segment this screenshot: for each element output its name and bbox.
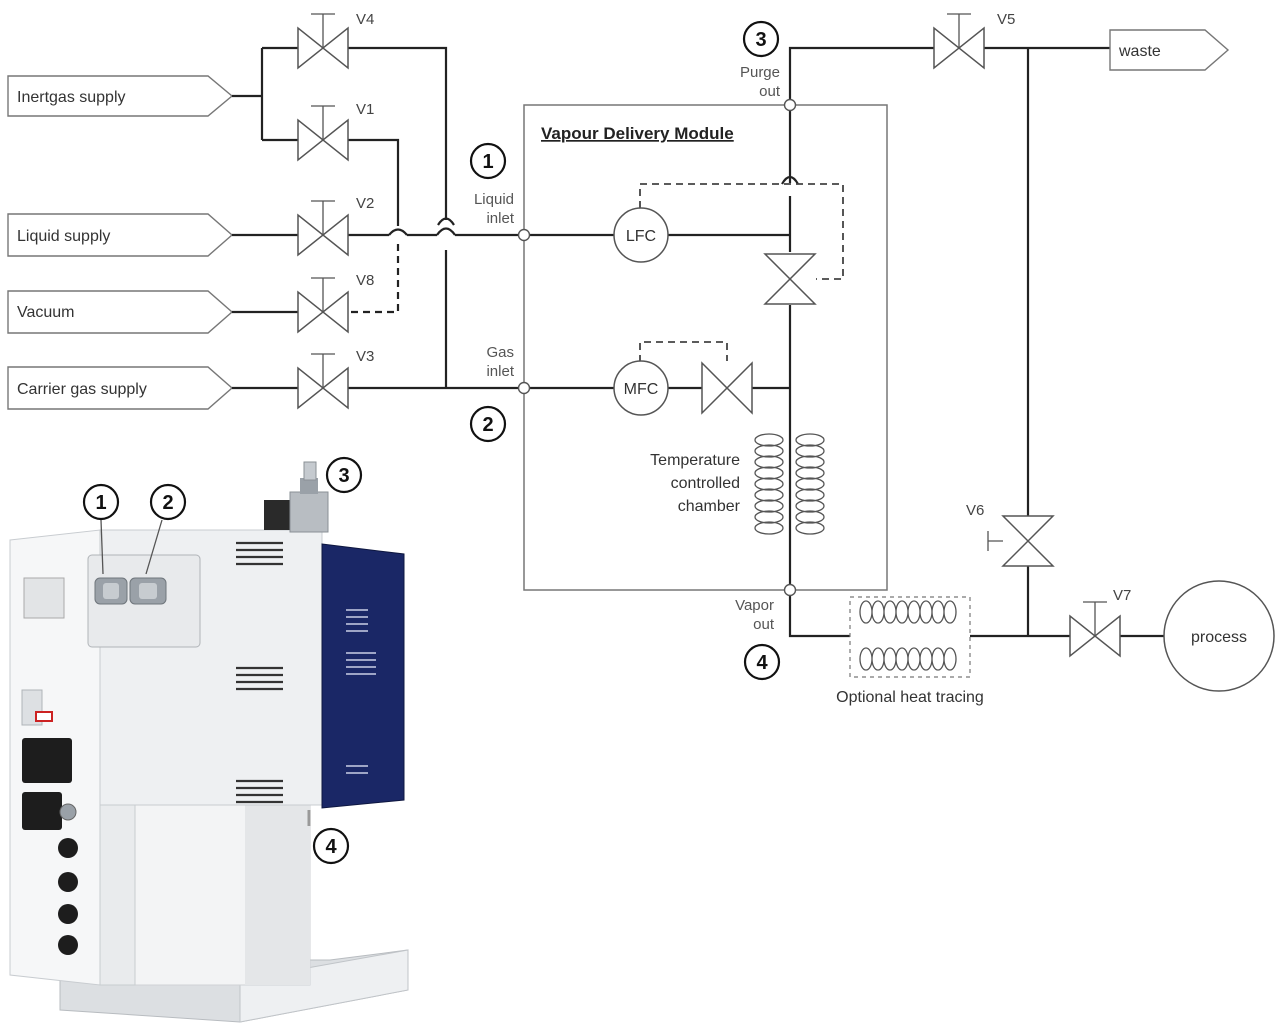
valve-v7-icon xyxy=(1069,601,1121,657)
device-illustration xyxy=(9,461,409,1023)
liquid-supply-label: Liquid supply xyxy=(17,228,110,245)
callout-1-device: 1 xyxy=(82,483,120,521)
gas-inlet-label-2: inlet xyxy=(486,363,514,380)
mfc-controller: MFC xyxy=(613,360,669,416)
waste-label: waste xyxy=(1118,43,1161,60)
power-switch-icon xyxy=(35,711,53,722)
heat-tracing xyxy=(849,596,971,678)
valve-v5-label: V5 xyxy=(997,11,1015,28)
lfc-controller: LFC xyxy=(613,207,669,263)
module-title: Vapour Delivery Module xyxy=(541,124,734,143)
valve-v1-label: V1 xyxy=(356,101,374,118)
inertgas-supply-label: Inertgas supply xyxy=(17,89,126,106)
svg-text:4: 4 xyxy=(756,652,768,674)
svg-text:1: 1 xyxy=(482,151,493,173)
purge-out-fitting xyxy=(264,461,329,533)
process-label: process xyxy=(1191,629,1247,646)
control-valve-icon xyxy=(764,253,816,305)
chamber-heating-coils xyxy=(754,433,825,535)
valve-v1-icon xyxy=(297,105,349,161)
purge-out-port xyxy=(783,98,797,112)
svg-text:4: 4 xyxy=(325,836,337,858)
callout-3-device: 3 xyxy=(325,456,363,494)
gas-inlet-fitting xyxy=(129,577,167,605)
valve-v2-icon xyxy=(297,200,349,256)
coil-loop xyxy=(859,600,957,624)
valve-v4-label: V4 xyxy=(356,11,374,28)
callout-4-diagram: 4 xyxy=(743,643,781,681)
liquid-supply-tag: Liquid supply xyxy=(7,213,234,257)
vapor-out-label-1: Vapor xyxy=(735,597,774,614)
valve-v5-icon xyxy=(933,13,985,69)
valve-v4-icon xyxy=(297,13,349,69)
gas-inlet-port xyxy=(517,381,531,395)
chamber-label-1: Temperature xyxy=(650,452,740,469)
purge-out-label-1: Purge xyxy=(740,64,780,81)
control-lines xyxy=(639,183,844,362)
liquid-inlet-port xyxy=(517,228,531,242)
power-outlet-icon xyxy=(22,792,62,830)
chamber-label-2: controlled xyxy=(671,475,740,492)
valve-v7-label: V7 xyxy=(1113,587,1131,604)
power-inlet-icon xyxy=(22,738,72,783)
valve-v6-icon xyxy=(1002,515,1054,567)
vacuum-label: Vacuum xyxy=(17,304,75,321)
svg-text:2: 2 xyxy=(162,492,173,514)
process-vessel: process xyxy=(1163,580,1275,692)
waste-tag: waste xyxy=(1109,29,1230,71)
heat-tracing-label: Optional heat tracing xyxy=(836,689,984,706)
carrier-gas-supply-label: Carrier gas supply xyxy=(17,381,147,398)
svg-text:1: 1 xyxy=(95,492,106,514)
valve-v3-icon xyxy=(297,353,349,409)
valve-v2-label: V2 xyxy=(356,195,374,212)
inertgas-supply-tag: Inertgas supply xyxy=(7,75,234,117)
liquid-inlet-label-1: Liquid xyxy=(474,191,514,208)
gas-inlet-label-1: Gas xyxy=(486,344,514,361)
mfc-label: MFC xyxy=(624,381,659,398)
callout-2-diagram: 2 xyxy=(469,405,507,443)
callout-4-device: 4 xyxy=(312,827,350,865)
liquid-inlet-label-2: inlet xyxy=(486,210,514,227)
svg-text:2: 2 xyxy=(482,414,493,436)
device-callout-leaders xyxy=(100,519,163,575)
piping xyxy=(232,46,1165,638)
svg-text:3: 3 xyxy=(338,465,349,487)
signal-connectors xyxy=(58,838,78,955)
valve-v8-label: V8 xyxy=(356,272,374,289)
callout-2-device: 2 xyxy=(149,483,187,521)
svg-text:3: 3 xyxy=(755,29,766,51)
vapour-delivery-module-box xyxy=(523,104,888,591)
callout-3-diagram: 3 xyxy=(742,20,780,58)
coil-loop xyxy=(795,433,825,535)
vacuum-tag: Vacuum xyxy=(7,290,234,334)
liquid-inlet-fitting xyxy=(94,577,128,605)
side-panel-vents xyxy=(346,609,376,774)
vent-slots xyxy=(236,541,283,804)
valve-v8-icon xyxy=(297,277,349,333)
coil-loop xyxy=(859,647,957,671)
valve-v3-label: V3 xyxy=(356,348,374,365)
proportional-valve-icon xyxy=(701,361,753,415)
coil-loop xyxy=(754,433,784,535)
chamber-label-3: chamber xyxy=(678,498,741,515)
lfc-label: LFC xyxy=(626,228,656,245)
heat-tracing-coils xyxy=(859,600,957,671)
vapor-out-label-2: out xyxy=(753,616,775,633)
carrier-gas-supply-tag: Carrier gas supply xyxy=(7,366,234,410)
valve-v6-label: V6 xyxy=(966,502,984,519)
callout-1-diagram: 1 xyxy=(469,142,507,180)
vapor-out-port xyxy=(783,583,797,597)
front-label-plate xyxy=(23,577,65,619)
purge-out-label-2: out xyxy=(759,83,781,100)
